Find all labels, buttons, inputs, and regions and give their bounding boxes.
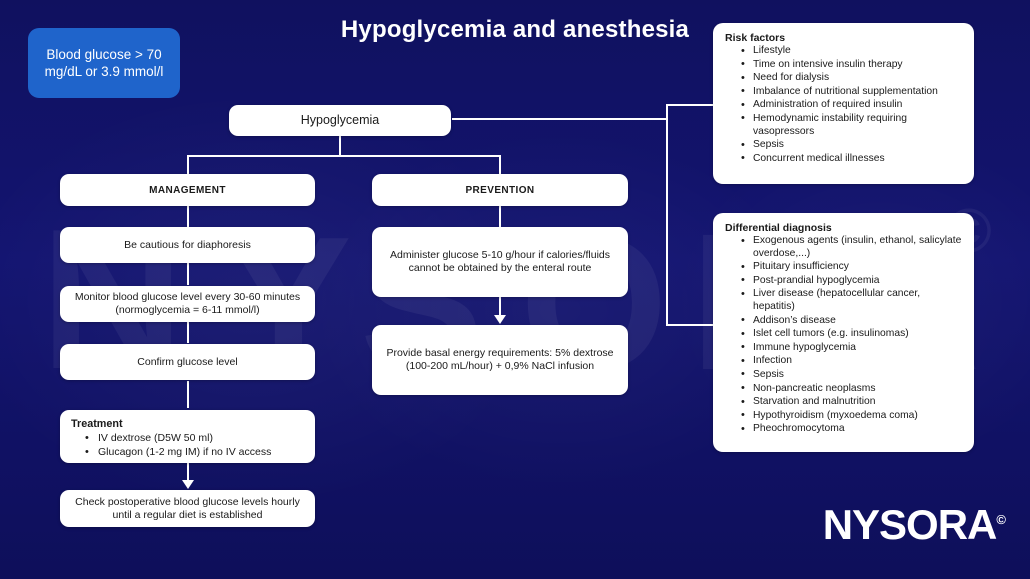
blood-glucose-callout: Blood glucose > 70 mg/dL or 3.9 mmol/l (28, 28, 180, 98)
node-hypoglycemia-label: Hypoglycemia (300, 113, 380, 127)
connector-prev-2 (499, 297, 501, 319)
connector-root-right (452, 118, 668, 120)
connector-mgmt-1 (187, 205, 189, 227)
connector-mgmt-4 (187, 381, 189, 408)
arrowhead-mgmt-final (182, 480, 194, 489)
panel-risk-factors-title: Risk factors (725, 32, 786, 44)
nysora-logo: NYSORA© (823, 501, 1006, 549)
arrowhead-prev-final (494, 315, 506, 324)
nysora-logo-text: NYSORA (822, 501, 998, 548)
list-item: Hypothyroidism (myxoedema coma) (741, 409, 962, 423)
node-management-step-5[interactable]: Check postoperative blood glucose levels… (60, 490, 315, 527)
list-item: Liver disease (hepatocellular cancer, he… (741, 288, 962, 313)
node-prevention-step-2-label: Provide basal energy requirements: 5% de… (386, 347, 614, 372)
list-item: Exogenous agents (insulin, ethanol, sali… (741, 234, 962, 260)
list-item: Pituitary insufficiency (741, 261, 962, 274)
node-prevention-header-label: PREVENTION (465, 184, 535, 196)
connector-prev-1 (499, 205, 501, 227)
connector-right-bracket (666, 104, 668, 326)
list-item: Post-prandial hypoglycemia (741, 274, 962, 288)
list-item: Immune hypoglycemia (741, 341, 962, 355)
node-management-step-2-label: Monitor blood glucose level every 30-60 … (74, 291, 301, 316)
panel-differential-diagnosis[interactable]: Differential diagnosis Exogenous agents … (713, 213, 974, 452)
list-item: Concurrent medical illnesses (741, 152, 962, 166)
list-item: Administration of required insulin (741, 99, 962, 112)
connector-to-prevention (499, 155, 501, 175)
treatment-item: IV dextrose (D5W 50 ml) (85, 431, 304, 445)
node-management-step-3-label: Confirm glucose level (137, 355, 238, 368)
node-management-step-1[interactable]: Be cautious for diaphoresis (60, 227, 315, 263)
node-management-step-1-label: Be cautious for diaphoresis (124, 238, 251, 251)
node-management-step-2[interactable]: Monitor blood glucose level every 30-60 … (60, 286, 315, 322)
connector-mgmt-5 (187, 463, 189, 483)
node-management-header[interactable]: MANAGEMENT (60, 174, 315, 206)
node-prevention-step-1-label: Administer glucose 5-10 g/hour if calori… (389, 249, 611, 274)
list-item: Need for dialysis (741, 72, 962, 85)
list-item: Hemodynamic instability requiring vasopr… (741, 112, 962, 138)
panel-differential-diagnosis-title: Differential diagnosis (725, 222, 832, 234)
node-management-step-5-label: Check postoperative blood glucose levels… (75, 495, 300, 521)
list-item: Islet cell tumors (e.g. insulinomas) (741, 328, 962, 341)
connector-mgmt-3 (187, 321, 189, 343)
panel-risk-factors[interactable]: Risk factors Lifestyle Time on intensive… (713, 23, 974, 184)
treatment-item: Glucagon (1-2 mg IM) if no IV access (85, 445, 304, 459)
connector-mgmt-2 (187, 263, 189, 285)
treatment-list: IV dextrose (D5W 50 ml) Glucagon (1-2 mg… (71, 431, 304, 459)
list-item: Non-pancreatic neoplasms (741, 382, 962, 396)
panel-differential-diagnosis-list: Exogenous agents (insulin, ethanol, sali… (725, 234, 962, 436)
list-item: Starvation and malnutrition (741, 396, 962, 409)
treatment-title: Treatment (71, 418, 123, 430)
page-title: Hypoglycemia and anesthesia (340, 16, 690, 43)
copyright-icon: © (996, 512, 1006, 527)
node-prevention-step-1[interactable]: Administer glucose 5-10 g/hour if calori… (372, 227, 628, 297)
node-management-treatment[interactable]: Treatment IV dextrose (D5W 50 ml) Glucag… (60, 410, 315, 463)
list-item: Sepsis (741, 368, 962, 382)
connector-to-management (187, 155, 189, 175)
connector-to-differential-diagnosis (666, 324, 714, 326)
node-prevention-step-2[interactable]: Provide basal energy requirements: 5% de… (372, 325, 628, 395)
list-item: Time on intensive insulin therapy (741, 58, 962, 72)
panel-risk-factors-list: Lifestyle Time on intensive insulin ther… (725, 45, 962, 165)
node-prevention-header[interactable]: PREVENTION (372, 174, 628, 206)
list-item: Pheochromocytoma (741, 423, 962, 436)
list-item: Addison’s disease (741, 314, 962, 328)
node-management-step-3[interactable]: Confirm glucose level (60, 344, 315, 380)
connector-to-risk-factors (666, 104, 714, 106)
connector-split-bar (187, 155, 501, 157)
list-item: Imbalance of nutritional supplementation (741, 85, 962, 99)
node-management-header-label: MANAGEMENT (149, 184, 226, 196)
connector-root-down (339, 135, 341, 157)
list-item: Sepsis (741, 139, 962, 152)
node-hypoglycemia[interactable]: Hypoglycemia (229, 105, 451, 136)
list-item: Lifestyle (741, 45, 962, 58)
list-item: Infection (741, 355, 962, 368)
